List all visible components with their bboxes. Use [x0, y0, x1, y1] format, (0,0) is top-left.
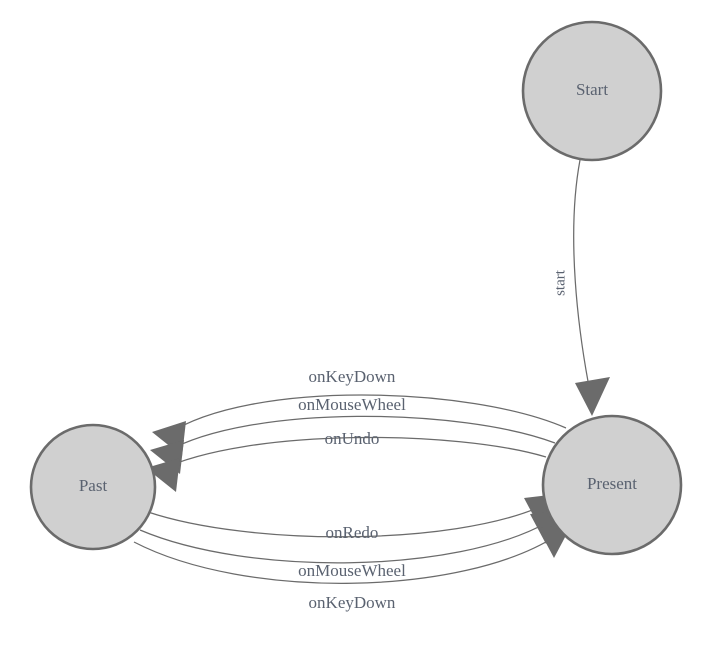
edge-present-to-past-onundo-arrowhead: [146, 458, 180, 492]
edge-past-to-present-onkeydown-path: [133, 535, 557, 584]
edge-start-to-present-arrowhead: [575, 377, 610, 416]
edge-label-onkeydown-lower: onKeyDown: [309, 593, 396, 612]
node-present-label: Present: [587, 474, 637, 493]
edge-label-onredo: onRedo: [326, 523, 379, 542]
edge-present-to-past-onkeydown-path: [167, 394, 567, 435]
node-present[interactable]: Present: [541, 414, 683, 556]
edge-label-start: start: [552, 269, 568, 296]
edge-past-to-present-onredo[interactable]: onRedo: [147, 494, 558, 542]
edge-label-onkeydown-upper: onKeyDown: [309, 367, 396, 386]
edge-past-to-present-onmousewheel-path: [139, 521, 549, 564]
node-present-circle: [541, 414, 683, 556]
edge-label-onmousewheel-upper: onMouseWheel: [298, 395, 406, 414]
edge-present-to-past-onmousewheel-path: [165, 415, 556, 453]
edge-label-onundo: onUndo: [325, 429, 380, 448]
edge-label-onmousewheel-lower: onMouseWheel: [298, 561, 406, 580]
node-start-label: Start: [576, 80, 608, 99]
edge-present-to-past-onundo[interactable]: onUndo: [146, 429, 547, 492]
node-start[interactable]: Start: [521, 20, 663, 162]
edge-present-to-past-onundo-path: [159, 436, 547, 471]
edge-start-to-present-path: [573, 159, 591, 393]
edge-past-to-present-onredo-path: [147, 505, 543, 538]
node-past[interactable]: Past: [29, 423, 157, 551]
node-past-label: Past: [79, 476, 108, 495]
edge-start-to-present[interactable]: start: [552, 159, 610, 416]
node-past-circle: [29, 423, 157, 551]
node-start-circle: [521, 20, 663, 162]
